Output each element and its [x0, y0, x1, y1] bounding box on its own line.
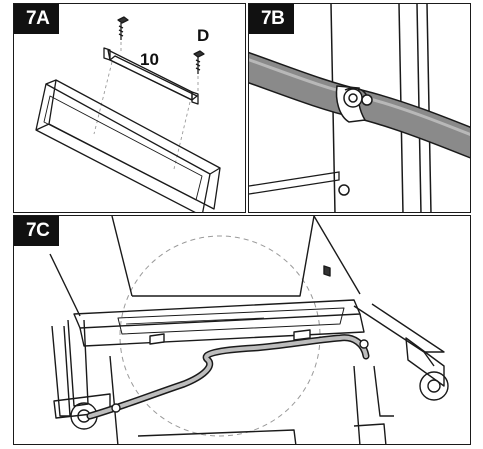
- illustration-7b: [249, 4, 470, 212]
- panel-label-7a: 7A: [14, 4, 60, 34]
- callout-part-number: 10: [140, 50, 159, 69]
- illustration-7c: [49, 216, 449, 444]
- hose-clip: [335, 85, 373, 123]
- illustration-7a: [35, 16, 221, 212]
- dashed-circle: [119, 235, 321, 437]
- panel-label-7b: 7B: [249, 4, 295, 34]
- callout-part-letter: D: [197, 26, 210, 45]
- drip-tray: [35, 79, 221, 212]
- bracket: [103, 47, 199, 105]
- right-leg: [353, 303, 449, 417]
- cart-frame: [73, 299, 365, 347]
- lower-frame: [109, 355, 387, 444]
- screw-left: [117, 16, 129, 40]
- back-panel: [49, 216, 361, 317]
- screw-right: [193, 50, 205, 74]
- panel-label-7c: 7C: [14, 216, 60, 246]
- panel-7b: 7B: [248, 3, 471, 213]
- panel-7a: 7A 10 D: [13, 3, 246, 213]
- panel-7c: 7C: [13, 215, 471, 445]
